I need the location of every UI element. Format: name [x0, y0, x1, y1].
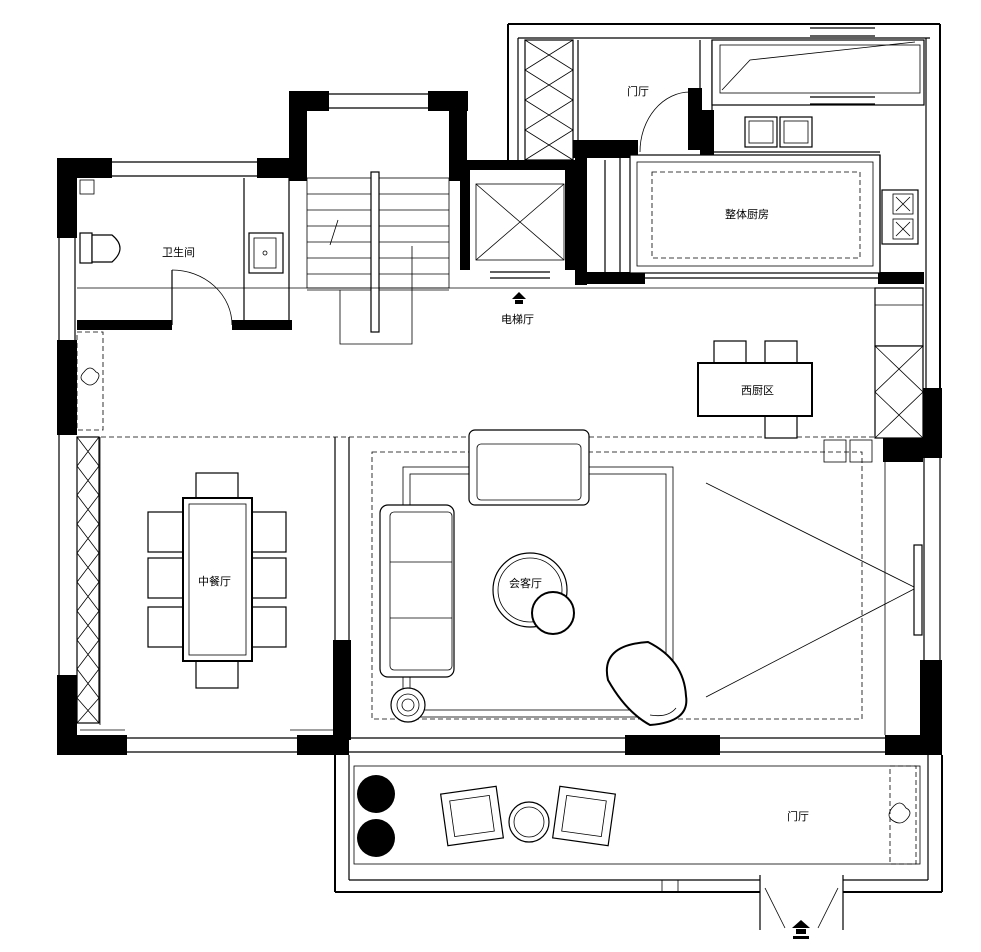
western-kitchen: 西厨区 [76, 287, 924, 463]
door-swing-icon [639, 91, 691, 153]
foyer-top: 门厅 [524, 27, 925, 161]
dining-label: 中餐厅 [198, 574, 231, 588]
plant-icon [80, 367, 100, 386]
door-swing-icon [759, 875, 844, 930]
living-label: 会客厅 [509, 576, 542, 590]
bathroom-label: 卫生间 [162, 245, 195, 259]
entry-arrow-icon [792, 920, 810, 939]
toilet-icon [79, 232, 121, 264]
kitchen-label: 整体厨房 [725, 207, 769, 221]
elevator-hall-label: 电梯厅 [501, 313, 534, 326]
table-icon [147, 472, 287, 689]
sofa-icon [379, 429, 590, 678]
dining: 中餐厅 [76, 436, 333, 731]
table-icon [508, 801, 550, 843]
elevator-icon [460, 160, 575, 279]
western-kitchen-label: 西厨区 [741, 384, 774, 397]
stairs-icon [306, 171, 450, 345]
foyer-bottom: 门厅 [334, 755, 943, 939]
plant-icon [390, 687, 426, 723]
foyer-bottom-label: 门厅 [787, 809, 809, 823]
table-icon [492, 552, 575, 635]
kitchen: 整体厨房 [575, 110, 924, 285]
foyer-top-label: 门厅 [627, 84, 649, 98]
chair-icon [605, 640, 688, 727]
sink-icon [248, 232, 284, 274]
plant-icon [888, 802, 911, 824]
entry-arrow-icon [512, 292, 526, 304]
sink-icon [744, 116, 813, 148]
stove-icon [881, 189, 919, 245]
chair-icon [439, 785, 617, 847]
plant-icon [357, 775, 395, 857]
door-swing-icon [171, 269, 233, 326]
outer-walls [57, 23, 942, 755]
living: 会客厅 [371, 429, 923, 735]
bathroom: 卫生间 [77, 178, 292, 330]
